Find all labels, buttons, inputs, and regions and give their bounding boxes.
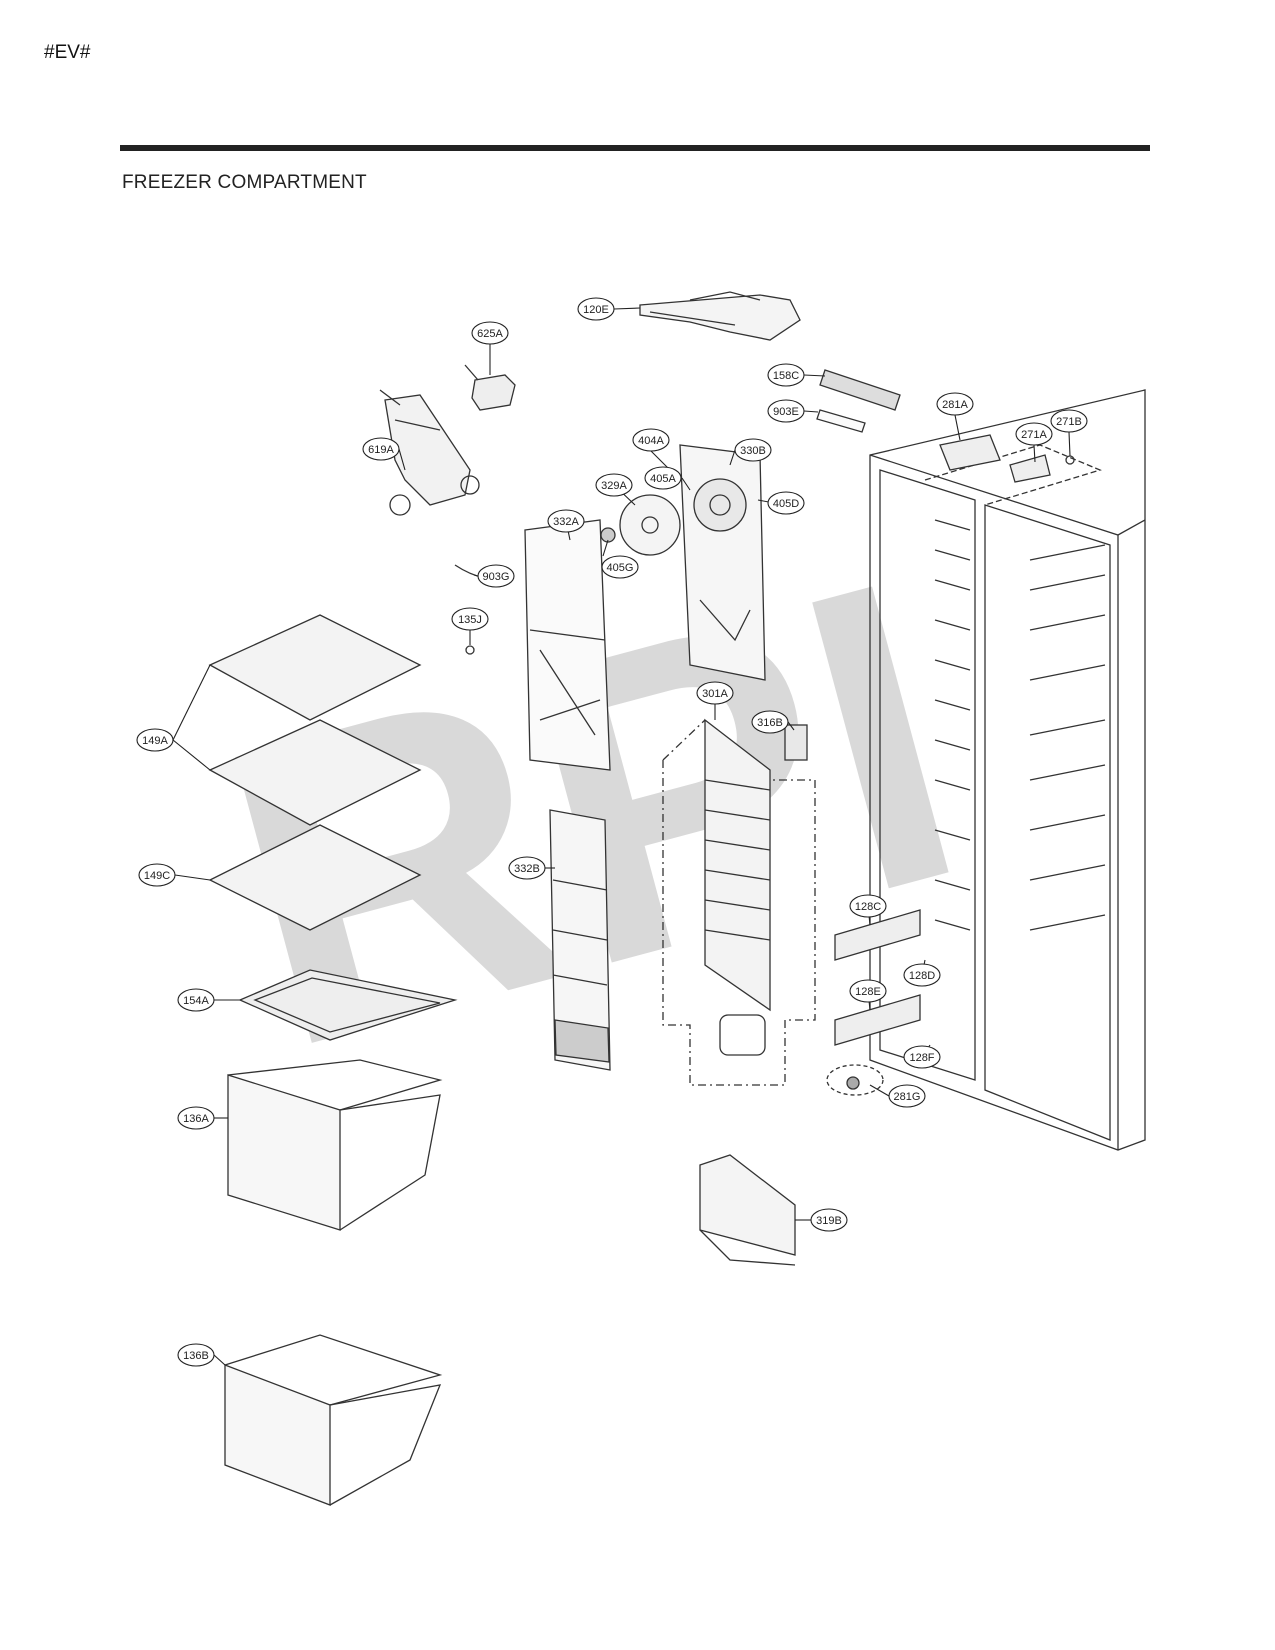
part-149a-shelves <box>208 614 422 826</box>
callout-label: 332B <box>514 863 540 875</box>
callout-405d: 405D <box>767 491 805 515</box>
part-332b-panel <box>549 809 611 1071</box>
callout-label: 329A <box>601 480 627 492</box>
callout-label: 330B <box>740 445 766 457</box>
callout-625a: 625A <box>471 321 509 345</box>
callout-label: 281G <box>894 1091 921 1103</box>
part-128-rails <box>834 909 921 1046</box>
callout-329a: 329A <box>595 473 633 497</box>
callout-label: 405A <box>650 473 676 485</box>
part-301a-evaporator <box>662 718 816 1086</box>
callout-label: 149A <box>142 735 168 747</box>
part-136b-drawer <box>224 1334 443 1506</box>
callout-label: 158C <box>773 370 799 382</box>
callout-label: 404A <box>638 435 664 447</box>
callout-281a: 281A <box>936 392 974 416</box>
callout-149c: 149C <box>138 863 176 887</box>
page-tag: #EV# <box>44 42 91 63</box>
callout-label: 316B <box>757 717 783 729</box>
callout-label: 319B <box>816 1215 842 1227</box>
part-329a-fan <box>619 494 681 556</box>
callout-label: 136A <box>183 1113 209 1125</box>
part-332a-cover <box>524 519 611 771</box>
callout-label: 271B <box>1056 416 1082 428</box>
callout-label: 120E <box>583 304 609 316</box>
part-135j-bulb <box>465 645 475 655</box>
callout-label: 903E <box>773 406 799 418</box>
part-281g-assembly <box>826 1064 884 1096</box>
callout-136a: 136A <box>177 1106 215 1130</box>
callout-label: 332A <box>553 516 579 528</box>
part-625a-box <box>464 364 516 411</box>
callout-332a: 332A <box>547 509 585 533</box>
part-319b-cover <box>699 1154 796 1266</box>
callout-149a: 149A <box>136 728 174 752</box>
header-rule <box>120 145 1150 151</box>
part-903e-strip <box>816 409 866 433</box>
callout-label: 154A <box>183 995 209 1007</box>
callout-128e: 128E <box>849 979 887 1003</box>
callout-label: 128E <box>855 986 881 998</box>
cabinet-body <box>869 389 1146 1151</box>
callout-128d: 128D <box>903 963 941 987</box>
part-158c-bar <box>819 369 901 411</box>
callout-label: 903G <box>483 571 510 583</box>
callout-120e: 120E <box>577 297 615 321</box>
part-281a-top-parts <box>939 434 1075 483</box>
callout-158c: 158C <box>767 363 805 387</box>
callout-316b: 316B <box>751 710 789 734</box>
callout-271a: 271A <box>1015 422 1053 446</box>
part-330b-housing <box>679 444 766 681</box>
callout-405g: 405G <box>601 555 639 579</box>
callout-label: 301A <box>702 688 728 700</box>
section-title: FREEZER COMPARTMENT <box>122 172 367 193</box>
callout-319b: 319B <box>810 1208 848 1232</box>
callout-404a: 404A <box>632 428 670 452</box>
part-405g-knob <box>600 527 616 543</box>
callout-label: 136B <box>183 1350 209 1362</box>
part-154a-tray <box>238 969 458 1041</box>
callout-label: 625A <box>477 328 503 340</box>
callout-label: 128C <box>855 901 881 913</box>
callout-label: 135J <box>458 614 482 626</box>
callout-619a: 619A <box>362 437 400 461</box>
callout-label: 405G <box>607 562 634 574</box>
callout-281g: 281G <box>888 1084 926 1108</box>
callout-128c: 128C <box>849 894 887 918</box>
part-316b-pad <box>784 724 808 761</box>
part-136a-drawer <box>227 1059 443 1231</box>
part-619a-valve <box>379 389 480 516</box>
callout-301a: 301A <box>696 681 734 705</box>
callout-136b: 136B <box>177 1343 215 1367</box>
callout-label: 128F <box>909 1052 934 1064</box>
callout-label: 619A <box>368 444 394 456</box>
callout-271b: 271B <box>1050 409 1088 433</box>
callout-label: 405D <box>773 498 799 510</box>
part-120e-duct <box>639 291 801 341</box>
callout-332b: 332B <box>508 856 546 880</box>
callout-128f: 128F <box>903 1045 941 1069</box>
callout-903g: 903G <box>477 564 515 588</box>
callout-405a: 405A <box>644 466 682 490</box>
callout-154a: 154A <box>177 988 215 1012</box>
callout-label: 271A <box>1021 429 1047 441</box>
callout-label: 128D <box>909 970 935 982</box>
callout-label: 281A <box>942 399 968 411</box>
part-149c-shelf <box>208 824 422 931</box>
callout-330b: 330B <box>734 438 772 462</box>
callout-903e: 903E <box>767 399 805 423</box>
callout-135j: 135J <box>451 607 489 631</box>
callout-label: 149C <box>144 870 170 882</box>
